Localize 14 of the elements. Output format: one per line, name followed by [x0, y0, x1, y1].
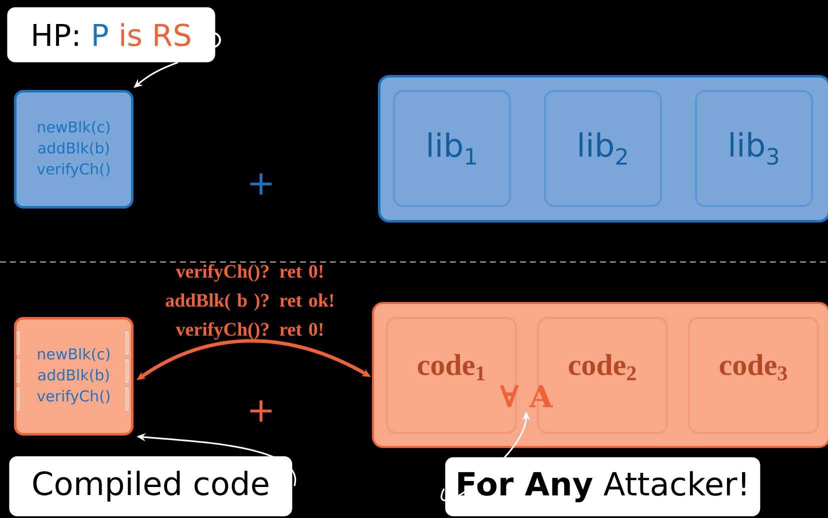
- function-box: newBlk(c) addBlk(b) verifyCh(): [14, 90, 134, 208]
- library-box: lib$_{2}$: [544, 90, 662, 207]
- callout-bubble: For Any Attacker!: [445, 457, 760, 516]
- plus-sign: +: [250, 400, 272, 422]
- attacker-code-panel: [372, 302, 828, 448]
- edge-label: verifyCh()? ret 0! addBlk( b )? ret ok! verifyCh()? ret 0!: [166, 264, 334, 340]
- code-box: code$_{3}$: [688, 317, 819, 434]
- library-panel: [378, 75, 828, 222]
- compiled-function-box: newBlk(c) addBlk(b) verifyCh(): [14, 317, 134, 436]
- library-box: lib$_{3}$: [695, 90, 813, 207]
- callout-bubble: Compiled code: [9, 456, 292, 516]
- plus-sign: +: [250, 173, 272, 195]
- library-box: lib$_{1}$: [393, 90, 511, 207]
- callout-bubble: HP: P is RS: [7, 7, 221, 62]
